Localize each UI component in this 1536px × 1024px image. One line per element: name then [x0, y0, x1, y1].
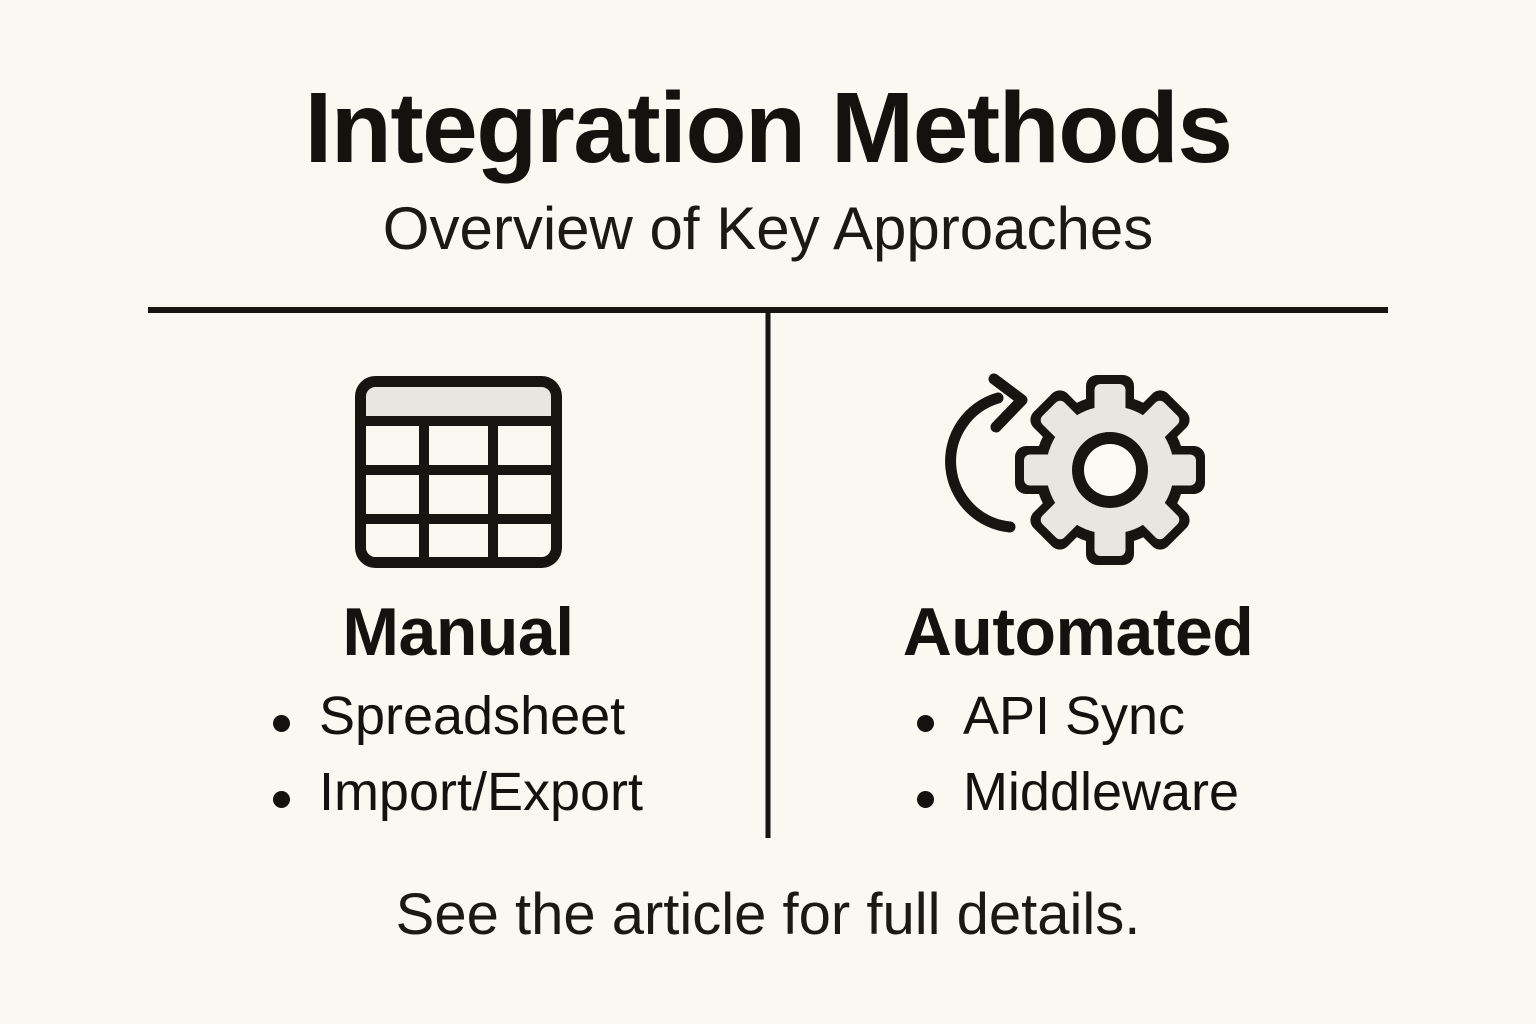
column-automated: Automated API Sync Middleware: [768, 313, 1388, 843]
comparison-columns: Manual Spreadsheet Import/Export: [148, 313, 1388, 843]
automated-heading: Automated: [902, 594, 1254, 670]
automated-icon-box: [942, 373, 1214, 571]
vertical-divider: [765, 313, 771, 838]
list-item: Import/Export: [272, 755, 643, 831]
sync-gear-icon: [945, 373, 1205, 565]
list-item: API Sync: [916, 679, 1239, 755]
column-manual: Manual Spreadsheet Import/Export: [148, 313, 768, 843]
spreadsheet-table-icon: [354, 376, 562, 568]
list-item: Middleware: [916, 755, 1239, 831]
manual-heading: Manual: [342, 594, 574, 670]
manual-list: Spreadsheet Import/Export: [272, 679, 643, 831]
footer-note: See the article for full details.: [395, 882, 1141, 947]
list-item: Spreadsheet: [272, 679, 643, 755]
horizontal-divider: [148, 307, 1388, 313]
automated-list: API Sync Middleware: [916, 679, 1239, 831]
page-subtitle: Overview of Key Approaches: [382, 195, 1154, 262]
page-title: Integration Methods: [304, 72, 1233, 184]
manual-icon-box: [354, 373, 562, 571]
